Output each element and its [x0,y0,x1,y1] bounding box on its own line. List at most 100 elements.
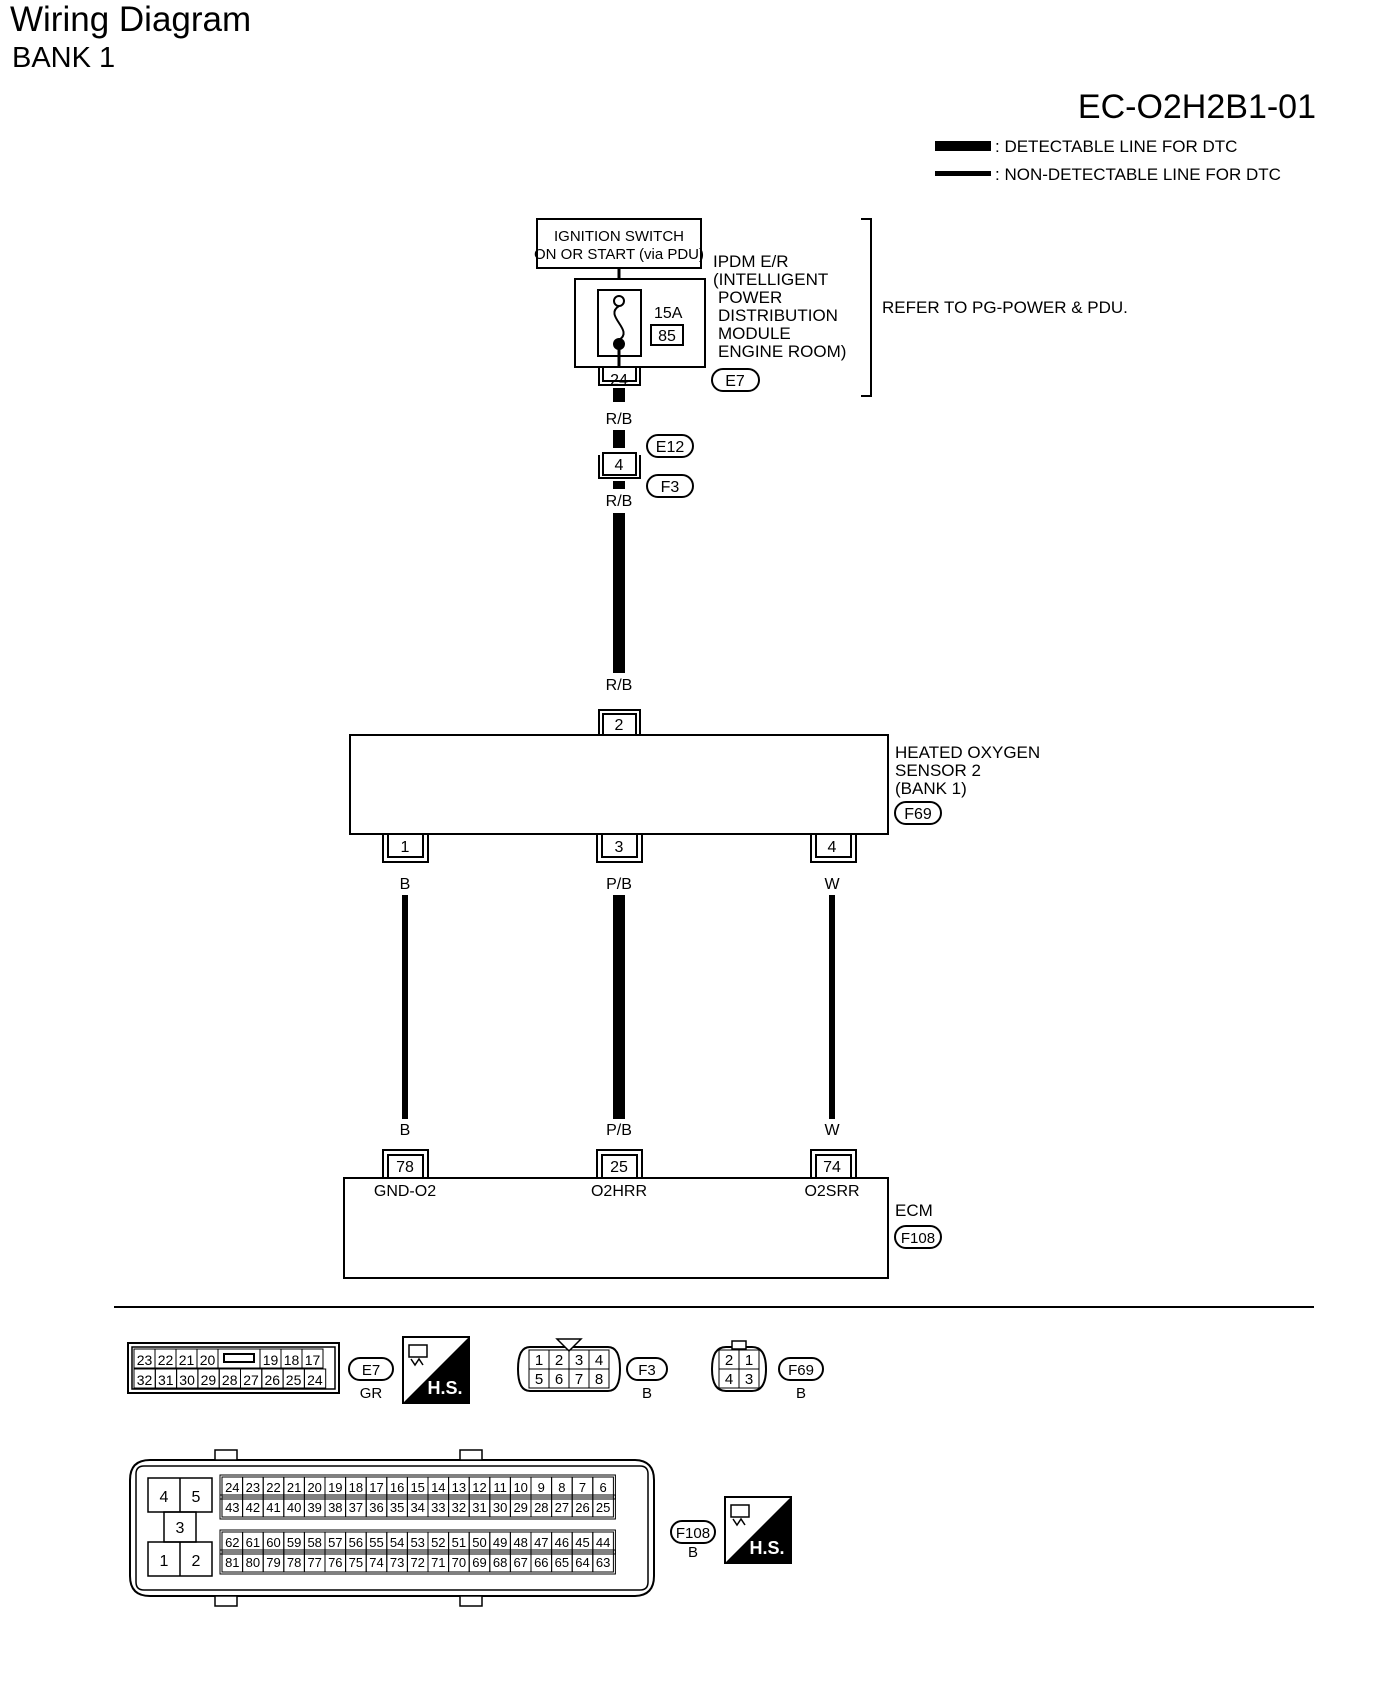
sensor-pin-1-label: 1 [401,839,410,856]
f3-pin-label: 4 [595,1352,603,1369]
sensor-pin-4-label: 4 [828,839,837,856]
f108-pin-label: 17 [369,1480,383,1495]
wire-rb-label-3: R/B [606,677,633,694]
fuse-icon [613,305,625,341]
f69-pin-label: 4 [725,1371,733,1388]
ipdm-label-3: POWER [718,288,782,307]
fuse-amperage: 15A [654,305,683,322]
f108-pin-label: 59 [287,1535,301,1550]
e7-pin-label: 29 [201,1372,217,1388]
f108-pin-label: 70 [452,1555,466,1570]
f108-pin-label: 38 [328,1500,342,1515]
wire-w-label-bottom: W [824,1122,840,1139]
f108-pin-label: 13 [452,1480,466,1495]
f3-pin-label: 8 [595,1371,603,1388]
ecm-signal-gnd: GND-O2 [374,1183,436,1200]
f108-pin-label: 68 [493,1555,507,1570]
f108-pin-label: 67 [513,1555,527,1570]
f108-pin-label: 32 [452,1500,466,1515]
connector-f108-label: F108 [901,1230,935,1247]
f108-side-pin-label: 3 [176,1520,185,1537]
f108-pin-label: 9 [538,1480,545,1495]
sensor-pin-2-label: 2 [615,717,624,734]
f108-pin-label: 63 [596,1555,610,1570]
f108-pin-label: 7 [579,1480,586,1495]
f108-pin-label: 26 [575,1500,589,1515]
ipdm-module: 15A 85 IPDM E/R (INTELLIGENT POWER DISTR… [574,252,846,368]
f69-pin-label: 3 [745,1371,753,1388]
wire-w: W W [824,876,840,1139]
f3-cavity [588,1368,610,1389]
legend: : DETECTABLE LINE FOR DTC : NON-DETECTAB… [935,137,1281,184]
e7-pin-label: 20 [200,1352,216,1368]
f108-pin-label: 81 [225,1555,239,1570]
f108-pin-label: 10 [513,1480,527,1495]
page-title: Wiring Diagram [10,0,252,39]
f108-connector-id: F108 [676,1525,710,1542]
wire-pb-label-bottom: P/B [606,1122,632,1139]
f108-pin-label: 43 [225,1500,239,1515]
ignition-switch: IGNITION SWITCH ON OR START (via PDU) [534,218,704,280]
f108-pin-label: 53 [410,1535,424,1550]
f108-pin-label: 52 [431,1535,445,1550]
f108-pin-label: 36 [369,1500,383,1515]
f3-pin-label: 7 [575,1371,583,1388]
wire-b-label-top: B [400,876,411,893]
ipdm-label-5: MODULE [718,324,791,343]
f108-row-frame [219,1494,616,1520]
refer-note: REFER TO PG-POWER & PDU. [882,298,1128,317]
fuse-number: 85 [658,328,676,345]
f108-pin-label: 50 [472,1535,486,1550]
f108-pin-label: 71 [431,1555,445,1570]
f3-pin-label: 5 [535,1371,543,1388]
f108-pin-label: 15 [410,1480,424,1495]
f108-pin-label: 39 [307,1500,321,1515]
f108-pin-label: 74 [369,1555,383,1570]
f108-pin-label: 14 [431,1480,445,1495]
f69-cavity [738,1368,760,1389]
e7-face-inner [131,1346,336,1390]
sensor-bottom-pins: 1 3 4 [382,834,857,863]
f108-pin-label: 23 [246,1480,260,1495]
f108-face-inner [135,1465,649,1591]
f108-pin-label: 66 [534,1555,548,1570]
f108-color-code: B [688,1544,698,1561]
e7-pin-label: 18 [284,1352,300,1368]
e7-connector-id: E7 [362,1362,380,1379]
ipdm-label-2: (INTELLIGENT [713,270,828,289]
f108-pin-label: 28 [534,1500,548,1515]
f108-pin-label: 25 [596,1500,610,1515]
f108-hs-icon: H.S. [724,1496,792,1564]
legend-non-detectable-label: : NON-DETECTABLE LINE FOR DTC [995,165,1281,184]
diagram-code: EC-O2H2B1-01 [1077,88,1316,126]
f108-pin-label: 69 [472,1555,486,1570]
f108-pin-label: 56 [349,1535,363,1550]
sensor-pin-3-label: 3 [615,839,624,856]
f3-key-icon [555,1338,583,1353]
wire-rb-label-2: R/B [606,493,633,510]
f108-pin-label: 73 [390,1555,404,1570]
wire-rb: R/B 4 E12 F3 R/B R/B 2 [598,388,694,735]
f108-pin-label: 65 [555,1555,569,1570]
sensor-label-3: (BANK 1) [895,779,967,798]
e7-pin-label: 25 [286,1372,302,1388]
f108-pin-label: 61 [246,1535,260,1550]
e7-lock-icon [223,1353,255,1363]
hs-label: H.S. [749,1538,784,1558]
e7-connector-id-pill [348,1357,394,1381]
f108-pin-label: 48 [513,1535,527,1550]
f69-pin-label: 2 [725,1352,733,1369]
e7-pin-label: 22 [158,1352,174,1368]
e7-pin-label: 31 [158,1372,174,1388]
f69-key-icon [731,1340,747,1350]
ignition-label-2: ON OR START (via PDU) [534,246,704,263]
f69-connector-id-pill [778,1357,824,1381]
ipdm-label-6: ENGINE ROOM) [718,342,846,361]
legend-non-detectable-swatch [935,171,991,176]
f108-pin-label: 64 [575,1555,589,1570]
wire-pb-label-top: P/B [606,876,632,893]
ipdm-terminal-24: 24 E7 [598,367,760,392]
f108-latch [214,1595,238,1607]
f108-pin-label: 47 [534,1535,548,1550]
legend-detectable-swatch [935,141,991,151]
